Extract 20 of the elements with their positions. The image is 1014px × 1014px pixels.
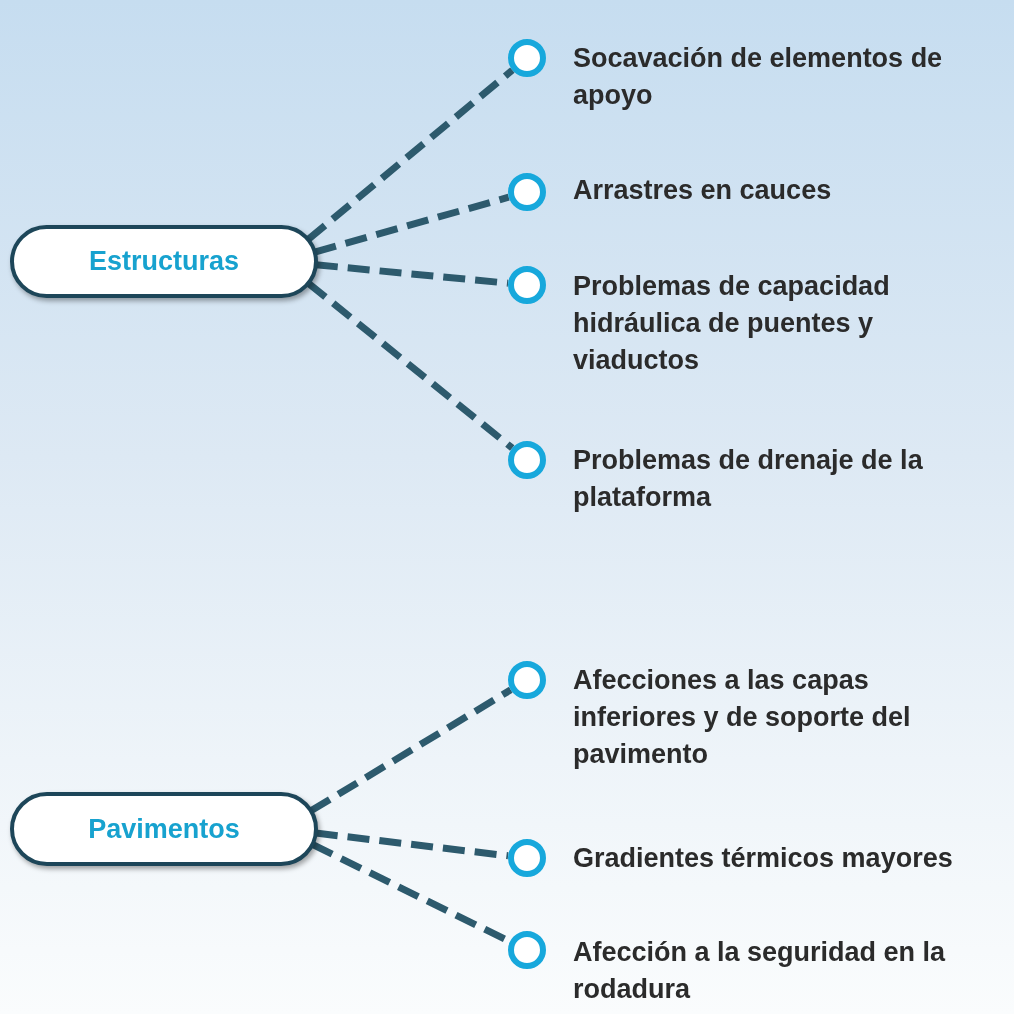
category-pill: Pavimentos (10, 792, 318, 866)
bullet-circle (508, 173, 546, 211)
bullet-circle (508, 39, 546, 77)
item-text: Afección a la seguridad en la rodadura (573, 936, 947, 1006)
dashed-connector (313, 193, 510, 256)
bullet-circle (508, 661, 546, 699)
item-text: Problemas de capacidad hidráulica de puentes y viaductos (573, 270, 891, 377)
item-text: Socavación de elementos de apoyo (573, 42, 944, 112)
dashed-connector (305, 67, 515, 243)
item-text: Gradientes térmicos mayores (573, 842, 954, 875)
bullet-circle (508, 931, 546, 969)
item-text: Problemas de drenaje de la plataforma (573, 444, 924, 514)
bullet-circle (508, 441, 546, 479)
bullet-circle (508, 266, 546, 304)
dashed-connector (306, 280, 515, 451)
item-text: Arrastres en cauces (573, 174, 833, 207)
category-pill: Estructuras (10, 225, 318, 298)
dashed-connector (309, 686, 513, 814)
item-text: Afecciones a las capas inferiores y de soporte del pavimento (573, 664, 912, 771)
bullet-circle (508, 839, 546, 877)
